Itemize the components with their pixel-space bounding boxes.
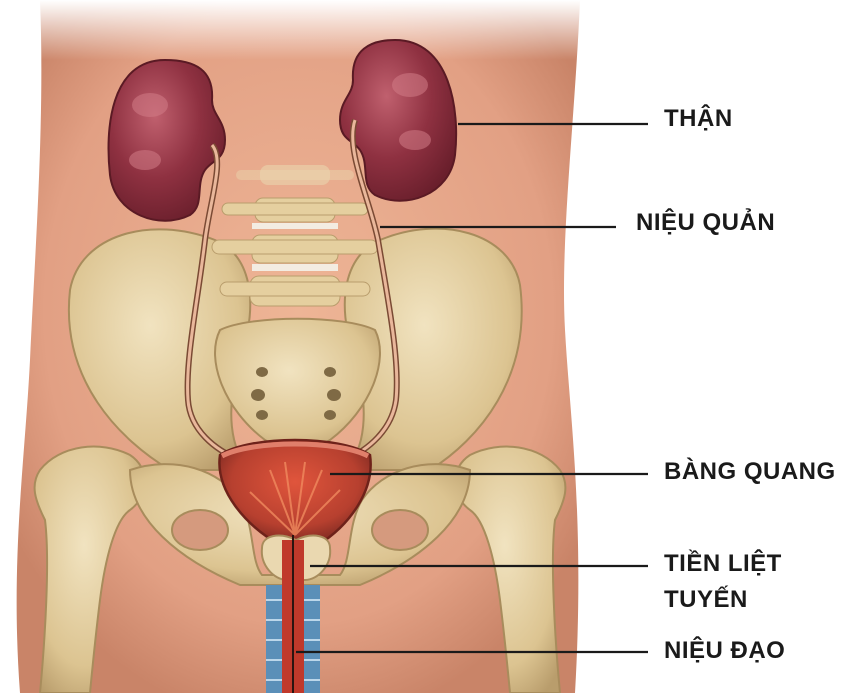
label-prostate-line1: TIỀN LIỆT <box>664 549 782 579</box>
label-prostate-line2: TUYẾN <box>664 585 748 615</box>
label-kidney: THẬN <box>664 104 733 134</box>
label-ureter: NIỆU QUẢN <box>636 208 775 238</box>
label-bladder: BÀNG QUANG <box>664 457 836 487</box>
right-obturator <box>372 510 428 550</box>
label-urethra: NIỆU ĐẠO <box>664 636 785 666</box>
top-fade <box>0 0 620 60</box>
left-obturator <box>172 510 228 550</box>
